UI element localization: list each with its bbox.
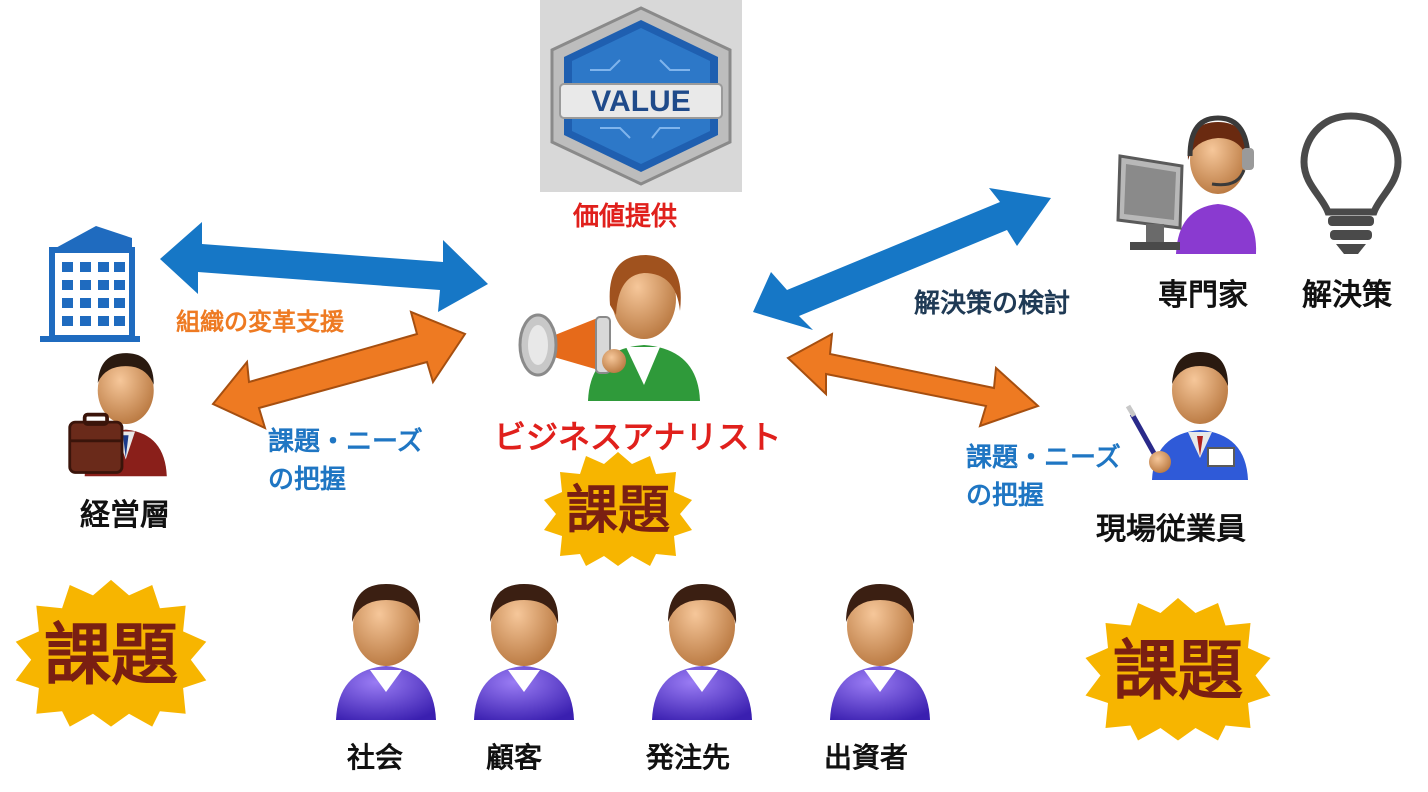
org-change-support-label: 組織の変革支援 [176,308,344,336]
orange-arrow-right [786,332,1040,428]
light-bulb-icon [1300,112,1402,254]
value-badge-text: VALUE [591,85,690,118]
value-hexagon-icon: VALUE [550,6,732,186]
office-building-icon [40,226,140,342]
issue-badge-right: 課題 [1085,598,1271,741]
issue-badge-left: 課題 [15,579,207,727]
stakeholder-supplier-icon [640,570,764,730]
business-analyst-label: ビジネスアナリスト [494,418,782,456]
stakeholder-investor-icon [818,570,942,730]
executive-with-briefcase-icon [68,353,167,477]
stakeholder-label-customer: 顧客 [486,741,543,774]
orange-arrow-left [211,310,467,430]
stakeholder-label-investor: 出資者 [824,741,909,774]
solution-study-label: 解決策の検討 [914,289,1071,319]
blue-arrow-right [753,188,1051,330]
expert-label: 専門家 [1158,278,1248,313]
field-staff-label: 現場従業員 [1096,512,1246,547]
value-provision-label: 価値提供 [573,202,678,232]
blue-arrow-left [160,222,488,312]
left-issue-needs-line1: 課題・ニーズ [268,427,423,457]
svg-text:課題: 課題 [566,481,670,541]
analyst-with-megaphone-icon [518,255,700,401]
solution-label: 解決策 [1302,278,1392,313]
worker-with-pen-icon [1125,352,1248,480]
value-badge: VALUE [540,0,742,192]
svg-text:課題: 課題 [44,616,178,694]
operator-at-computer-icon [1116,115,1257,254]
stakeholder-society-icon [324,570,448,730]
stakeholder-label-society: 社会 [347,741,404,774]
right-issue-needs-line1: 課題・ニーズ [966,443,1121,473]
left-issue-needs-line2: の把握 [268,465,347,495]
management-label: 経営層 [80,498,170,533]
issue-badge-center: 課題 [544,452,692,566]
stakeholder-label-supplier: 発注先 [646,741,731,774]
stakeholder-customer-icon [462,570,586,730]
svg-text:課題: 課題 [1113,634,1243,709]
right-issue-needs-line2: の把握 [966,481,1045,511]
